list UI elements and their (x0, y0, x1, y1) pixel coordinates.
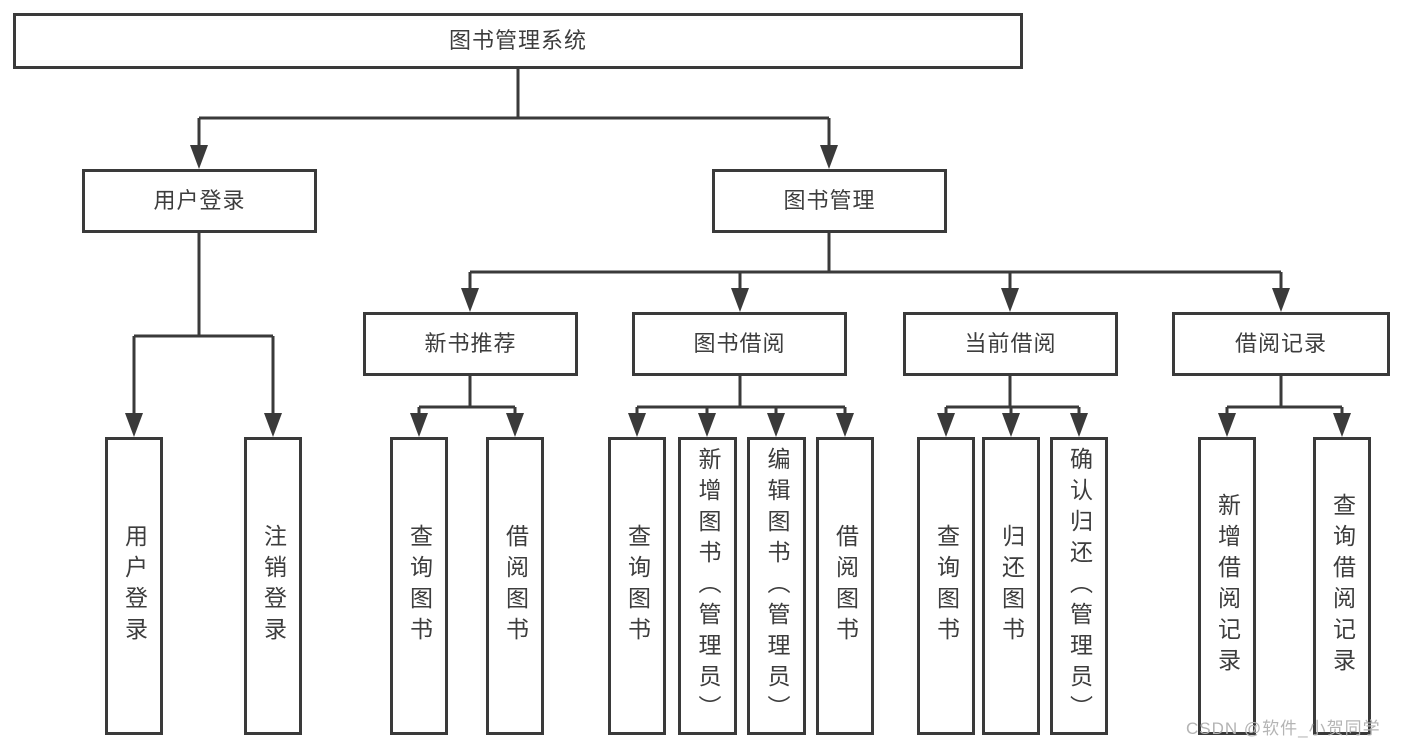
leaf-logout-login: 注销登录 (244, 437, 302, 735)
leaf-query-books-current: 查询图书 (917, 437, 975, 735)
node-user-login: 用户登录 (82, 169, 317, 233)
node-borrow-records: 借阅记录 (1172, 312, 1390, 376)
leaf-query-books-newbooks: 查询图书 (390, 437, 448, 735)
leaf-edit-books-admin: 编辑图书（管理员） (747, 437, 806, 735)
node-new-book-recommend: 新书推荐 (363, 312, 578, 376)
node-book-management: 图书管理 (712, 169, 947, 233)
node-root-system: 图书管理系统 (13, 13, 1023, 69)
leaf-confirm-return-admin: 确认归还（管理员） (1050, 437, 1108, 735)
leaf-query-books-borrowing: 查询图书 (608, 437, 666, 735)
leaf-add-borrow-record: 新增借阅记录 (1198, 437, 1256, 735)
node-book-borrowing: 图书借阅 (632, 312, 847, 376)
leaf-user-login: 用户登录 (105, 437, 163, 735)
leaf-return-books: 归还图书 (982, 437, 1040, 735)
leaf-query-borrow-record: 查询借阅记录 (1313, 437, 1371, 735)
leaf-borrow-books-newbooks: 借阅图书 (486, 437, 544, 735)
node-current-borrowing: 当前借阅 (903, 312, 1118, 376)
leaf-borrow-books-borrowing: 借阅图书 (816, 437, 874, 735)
leaf-add-books-admin: 新增图书（管理员） (678, 437, 737, 735)
csdn-watermark: CSDN @软件_小贺同学 (1186, 719, 1381, 738)
